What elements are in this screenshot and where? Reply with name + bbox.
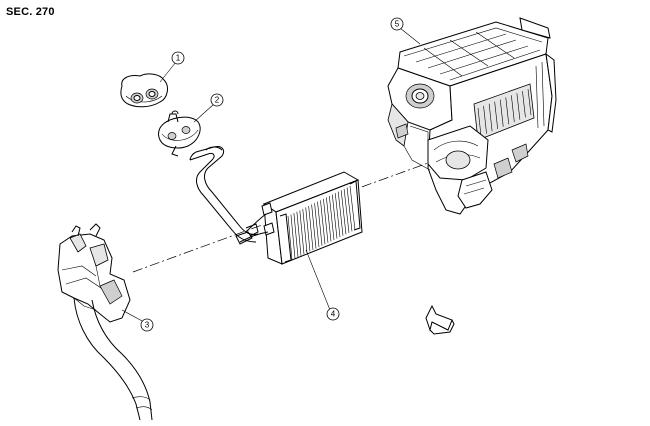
callout-5: 5 [390, 17, 404, 31]
heater-core-fins [287, 185, 356, 261]
leader-2 [193, 103, 215, 123]
fin-line [346, 187, 353, 232]
fin-line [308, 205, 314, 251]
fin-line [290, 214, 296, 259]
pipe-plate-part [158, 110, 201, 157]
grille-slot-line [488, 103, 493, 132]
leader-3 [121, 309, 145, 323]
fin-line [320, 200, 326, 245]
callout-5-label: 5 [395, 20, 400, 29]
fin-line [305, 207, 311, 252]
fin-line [334, 193, 341, 238]
fin-line [311, 204, 317, 249]
fin-line [329, 195, 335, 241]
grille-slot-line [527, 88, 532, 116]
fin-line [314, 203, 320, 248]
fin-line [296, 211, 302, 256]
fin-line [343, 188, 350, 233]
grommet-part [120, 73, 168, 108]
leader-lines [121, 27, 421, 323]
fin-line [323, 198, 329, 243]
callout-1: 1 [171, 51, 185, 65]
callout-3-label: 3 [145, 321, 150, 330]
fin-line [326, 197, 332, 242]
grille-slot-line [516, 93, 521, 120]
callout-2-label: 2 [215, 96, 220, 105]
heater-core-part [239, 171, 363, 265]
hose-bracket-part [57, 223, 153, 421]
fin-line [337, 191, 344, 236]
grille-slot-line [494, 101, 498, 130]
grille-slot-line [483, 105, 487, 134]
unit-grille-slots [477, 88, 532, 137]
callout-2: 2 [210, 93, 224, 107]
callout-4-label: 4 [331, 310, 336, 319]
grille-slot-line [511, 95, 515, 123]
fin-line [293, 213, 299, 258]
assembly-line-pipe-to-core [132, 224, 263, 273]
grille-slot-line [522, 91, 526, 118]
heater-unit-part [387, 17, 557, 215]
callout-1-label: 1 [176, 54, 181, 63]
callout-4: 4 [326, 307, 340, 321]
heater-pipes [189, 146, 259, 245]
grille-slot-line [499, 99, 504, 127]
grille-slot-line [505, 97, 510, 125]
callout-3: 3 [140, 318, 154, 332]
fin-line [317, 201, 323, 246]
leader-5 [399, 27, 421, 45]
fin-line [299, 210, 305, 255]
fin-line [340, 190, 347, 235]
grille-slot-line [477, 107, 482, 137]
leader-4 [305, 249, 331, 311]
front-direction-arrow [425, 304, 455, 335]
fin-line [287, 215, 293, 261]
fin-line [349, 185, 356, 231]
fin-line [331, 194, 338, 239]
leader-1 [159, 61, 177, 83]
section-label: SEC. 270 [6, 6, 55, 18]
fin-line [302, 208, 308, 253]
